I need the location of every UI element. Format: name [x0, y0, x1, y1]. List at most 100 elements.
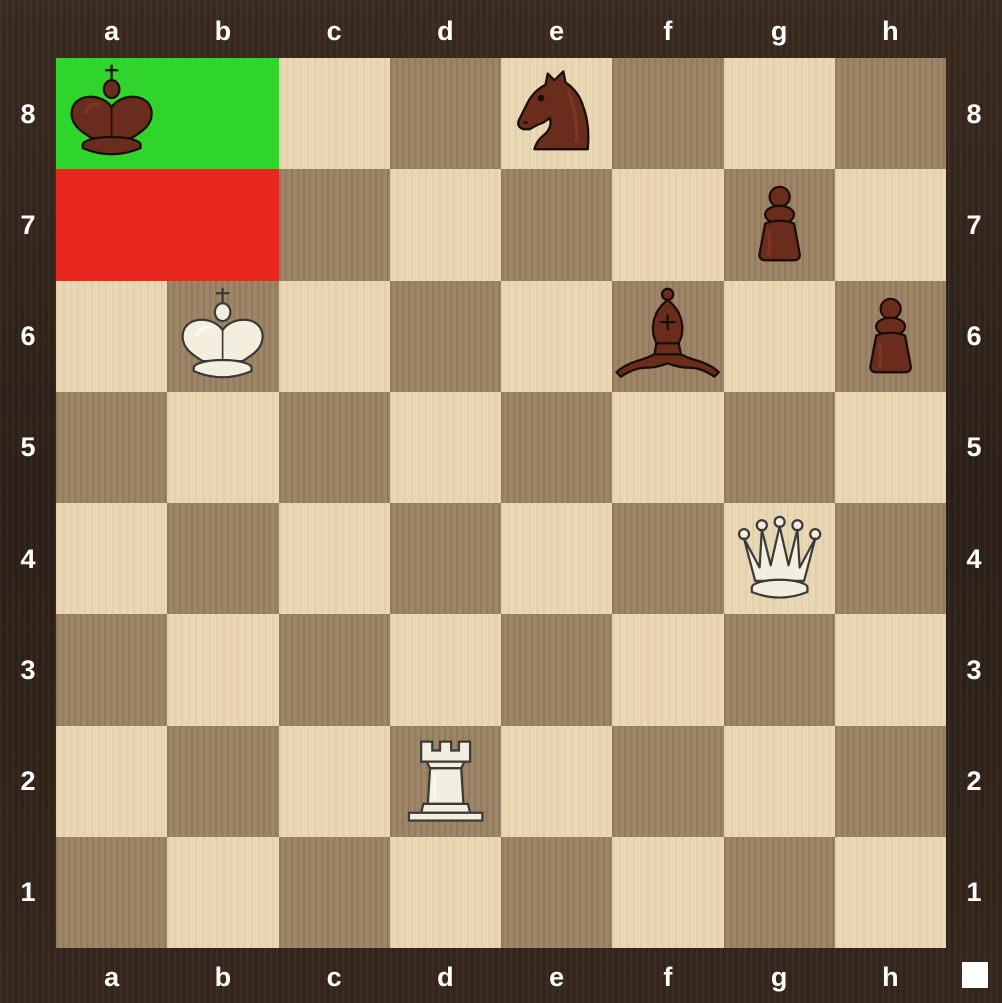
square-c4[interactable]	[279, 503, 390, 614]
square-b4[interactable]	[167, 503, 278, 614]
square-b6[interactable]	[167, 281, 278, 392]
square-d1[interactable]	[390, 837, 501, 948]
square-c5[interactable]	[279, 392, 390, 503]
square-e4[interactable]	[501, 503, 612, 614]
square-a2[interactable]	[56, 726, 167, 837]
chess-board[interactable]	[56, 58, 946, 948]
square-a8[interactable]	[56, 58, 167, 169]
file-label-e: e	[537, 962, 577, 992]
rank-label-6: 6	[954, 321, 994, 351]
square-f5[interactable]	[612, 392, 723, 503]
square-c3[interactable]	[279, 614, 390, 725]
square-c2[interactable]	[279, 726, 390, 837]
square-b5[interactable]	[167, 392, 278, 503]
square-d7[interactable]	[390, 169, 501, 280]
file-label-b: b	[203, 16, 243, 46]
square-e3[interactable]	[501, 614, 612, 725]
square-g4[interactable]	[724, 503, 835, 614]
square-d5[interactable]	[390, 392, 501, 503]
square-c7[interactable]	[279, 169, 390, 280]
square-d4[interactable]	[390, 503, 501, 614]
square-b8[interactable]	[167, 58, 278, 169]
file-label-d: d	[425, 962, 465, 992]
square-g6[interactable]	[724, 281, 835, 392]
square-e7[interactable]	[501, 169, 612, 280]
square-d8[interactable]	[390, 58, 501, 169]
square-e1[interactable]	[501, 837, 612, 948]
square-b2[interactable]	[167, 726, 278, 837]
square-g3[interactable]	[724, 614, 835, 725]
square-e2[interactable]	[501, 726, 612, 837]
square-d2[interactable]	[390, 726, 501, 837]
square-d6[interactable]	[390, 281, 501, 392]
white-king-icon[interactable]	[167, 281, 278, 392]
rank-label-1: 1	[8, 877, 48, 907]
square-g5[interactable]	[724, 392, 835, 503]
white-queen-icon[interactable]	[724, 503, 835, 614]
square-h4[interactable]	[835, 503, 946, 614]
rank-label-4: 4	[954, 544, 994, 574]
square-f7[interactable]	[612, 169, 723, 280]
rank-label-8: 8	[954, 99, 994, 129]
rank-label-4: 4	[8, 544, 48, 574]
square-a7[interactable]	[56, 169, 167, 280]
square-c1[interactable]	[279, 837, 390, 948]
square-e6[interactable]	[501, 281, 612, 392]
side-to-move-indicator	[962, 962, 988, 988]
rank-label-8: 8	[8, 99, 48, 129]
square-g8[interactable]	[724, 58, 835, 169]
black-bishop-icon[interactable]	[612, 281, 723, 392]
square-h8[interactable]	[835, 58, 946, 169]
square-h2[interactable]	[835, 726, 946, 837]
file-label-a: a	[92, 16, 132, 46]
square-h5[interactable]	[835, 392, 946, 503]
black-king-icon[interactable]	[56, 58, 167, 169]
square-b1[interactable]	[167, 837, 278, 948]
rank-label-3: 3	[8, 655, 48, 685]
square-h6[interactable]	[835, 281, 946, 392]
file-label-h: h	[870, 962, 910, 992]
file-label-g: g	[759, 16, 799, 46]
square-f3[interactable]	[612, 614, 723, 725]
black-knight-icon[interactable]	[501, 58, 612, 169]
square-f2[interactable]	[612, 726, 723, 837]
square-e8[interactable]	[501, 58, 612, 169]
square-c8[interactable]	[279, 58, 390, 169]
rank-label-7: 7	[954, 210, 994, 240]
square-f8[interactable]	[612, 58, 723, 169]
square-b7[interactable]	[167, 169, 278, 280]
rank-label-7: 7	[8, 210, 48, 240]
rank-label-1: 1	[954, 877, 994, 907]
square-h7[interactable]	[835, 169, 946, 280]
square-f1[interactable]	[612, 837, 723, 948]
file-label-f: f	[648, 962, 688, 992]
square-f6[interactable]	[612, 281, 723, 392]
file-label-c: c	[314, 16, 354, 46]
square-a6[interactable]	[56, 281, 167, 392]
rank-label-3: 3	[954, 655, 994, 685]
square-a1[interactable]	[56, 837, 167, 948]
file-label-g: g	[759, 962, 799, 992]
square-e5[interactable]	[501, 392, 612, 503]
square-a5[interactable]	[56, 392, 167, 503]
black-pawn-icon[interactable]	[835, 281, 946, 392]
square-h3[interactable]	[835, 614, 946, 725]
square-f4[interactable]	[612, 503, 723, 614]
file-label-b: b	[203, 962, 243, 992]
rank-label-5: 5	[954, 432, 994, 462]
square-b3[interactable]	[167, 614, 278, 725]
square-g1[interactable]	[724, 837, 835, 948]
white-rook-icon[interactable]	[390, 726, 501, 837]
rank-label-6: 6	[8, 321, 48, 351]
square-d3[interactable]	[390, 614, 501, 725]
square-g7[interactable]	[724, 169, 835, 280]
square-h1[interactable]	[835, 837, 946, 948]
square-a3[interactable]	[56, 614, 167, 725]
square-g2[interactable]	[724, 726, 835, 837]
black-pawn-icon[interactable]	[724, 169, 835, 280]
square-a4[interactable]	[56, 503, 167, 614]
file-label-e: e	[537, 16, 577, 46]
square-c6[interactable]	[279, 281, 390, 392]
rank-label-5: 5	[8, 432, 48, 462]
